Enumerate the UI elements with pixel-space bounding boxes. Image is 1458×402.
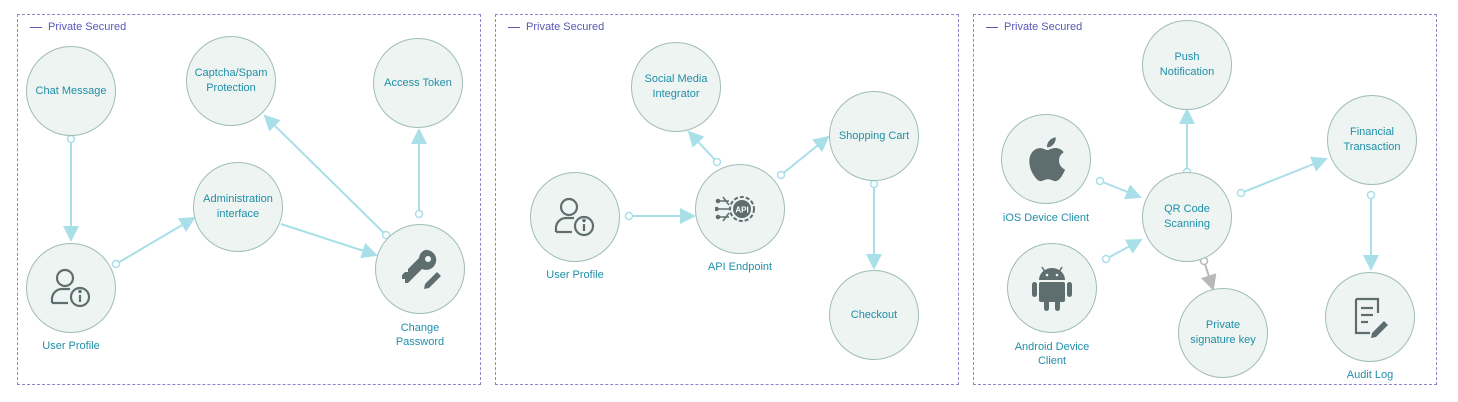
node-caption: User Profile <box>42 340 100 352</box>
node-user-profile-2[interactable] <box>530 172 620 262</box>
node-api-endpoint[interactable]: API <box>695 164 785 254</box>
group-label: Private Secured <box>986 21 1082 33</box>
group-private-secured-1: Private Secured <box>17 14 481 385</box>
apple-icon <box>1029 137 1065 182</box>
group-label: Private Secured <box>508 21 604 33</box>
group-label: Private Secured <box>30 21 126 33</box>
node-checkout[interactable]: Checkout <box>829 270 919 360</box>
group-label-text: Private Secured <box>48 21 127 33</box>
node-android-device-client[interactable] <box>1007 243 1097 333</box>
node-qr-code-scanning[interactable]: QR Code Scanning <box>1142 172 1232 262</box>
api-badge-text: API <box>735 206 748 215</box>
node-caption: User Profile <box>546 269 604 281</box>
node-ios-device-client[interactable] <box>1001 114 1091 204</box>
node-label: QR Code Scanning <box>1164 203 1210 230</box>
user-info-icon <box>554 197 595 237</box>
node-push-notification[interactable]: Push Notification <box>1142 20 1232 110</box>
node-label: Administration interface <box>203 193 273 220</box>
node-label: Shopping Cart <box>838 129 910 142</box>
node-access-token[interactable]: Access Token <box>373 38 463 128</box>
group-private-secured-3: Private Secured <box>973 14 1437 385</box>
node-caption: iOS Device Client <box>1002 212 1090 224</box>
document-edit-icon <box>1354 297 1388 338</box>
node-social-media-integrator[interactable]: Social Media Integrator <box>631 42 721 132</box>
node-label: Private signature key <box>1190 319 1256 346</box>
key-edit-icon <box>402 249 441 289</box>
node-label: Social Media Integrator <box>644 73 708 100</box>
node-label: Chat Message <box>35 84 107 97</box>
node-audit-log[interactable] <box>1325 272 1415 362</box>
group-private-secured-2: Private Secured <box>495 14 959 385</box>
node-chat-message[interactable]: Chat Message <box>26 46 116 136</box>
node-caption: API Endpoint <box>707 261 773 273</box>
node-change-password[interactable] <box>375 224 465 314</box>
node-captcha-spam-protection[interactable]: Captcha/Spam Protection <box>186 36 276 126</box>
group-label-text: Private Secured <box>1004 21 1083 33</box>
node-caption: Change Password <box>395 322 445 348</box>
node-administration-interface[interactable]: Administration interface <box>193 162 283 252</box>
node-user-profile-1[interactable] <box>26 243 116 333</box>
node-financial-transaction[interactable]: Financial Transaction <box>1327 95 1417 185</box>
android-icon <box>1032 266 1072 311</box>
node-label: Access Token <box>384 76 452 89</box>
api-gear-icon: API <box>715 196 755 222</box>
node-shopping-cart[interactable]: Shopping Cart <box>829 91 919 181</box>
user-info-icon <box>50 268 91 308</box>
node-private-signature-key[interactable]: Private signature key <box>1178 288 1268 378</box>
node-label: Financial Transaction <box>1343 126 1401 153</box>
node-caption: Audit Log <box>1346 369 1394 381</box>
group-label-text: Private Secured <box>526 21 605 33</box>
node-caption: Android Device Client <box>1014 341 1090 367</box>
node-label: Checkout <box>850 308 898 321</box>
node-label: Captcha/Spam Protection <box>194 67 268 94</box>
node-label: Push Notification <box>1159 51 1215 78</box>
